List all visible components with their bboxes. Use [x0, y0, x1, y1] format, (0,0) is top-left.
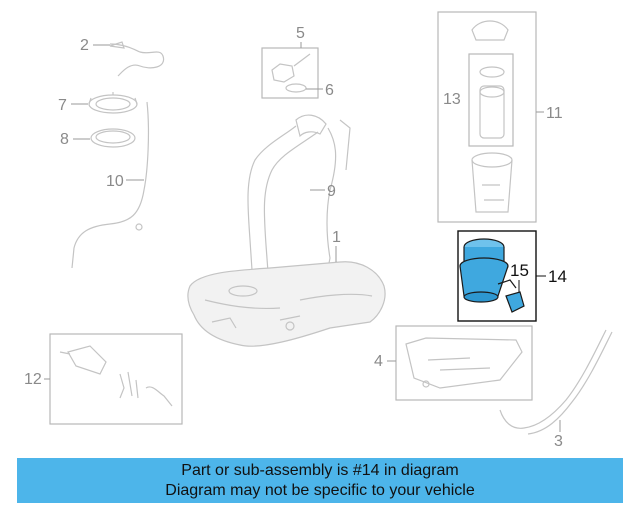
part-5-box — [261, 47, 319, 99]
callout-15: 15 — [510, 261, 529, 280]
part-9-filler-neck — [247, 114, 351, 301]
part-12-components — [59, 345, 173, 407]
callout-6: 6 — [325, 82, 334, 99]
callout-1: 1 — [332, 229, 341, 246]
part-14-fuel-pump-module — [459, 238, 525, 313]
notice-line-1: Part or sub-assembly is #14 in diagram — [181, 462, 459, 479]
part-1-fuel-tank — [187, 261, 386, 347]
callout-4: 4 — [374, 353, 383, 370]
callout-8: 8 — [60, 131, 69, 148]
part-7-lock-ring — [88, 92, 138, 114]
part-11-components — [471, 20, 513, 213]
callout-10: 10 — [106, 173, 124, 190]
callout-2: 2 — [80, 37, 89, 54]
callout-5: 5 — [296, 25, 305, 42]
part-13-box — [468, 53, 514, 147]
notice-line-2: Diagram may not be specific to your vehi… — [165, 482, 475, 499]
part-12-box — [49, 333, 183, 425]
callout-7: 7 — [58, 97, 67, 114]
part-3-strap — [499, 329, 613, 435]
part-4-box — [395, 325, 533, 401]
callout-13: 13 — [443, 91, 461, 108]
part-4-shield — [405, 337, 523, 389]
callout-14: 14 — [548, 267, 567, 286]
part-8-seal — [90, 128, 136, 148]
callout-3: 3 — [554, 433, 563, 450]
part-5-cap — [271, 53, 311, 93]
callout-12: 12 — [24, 371, 42, 388]
part-10-line — [71, 101, 150, 269]
part-2-strap — [109, 41, 165, 77]
callout-9: 9 — [327, 183, 336, 200]
callout-11: 11 — [546, 105, 563, 122]
part-11-box — [437, 11, 537, 223]
diagram-notice-banner: Part or sub-assembly is #14 in diagram D… — [17, 458, 623, 503]
